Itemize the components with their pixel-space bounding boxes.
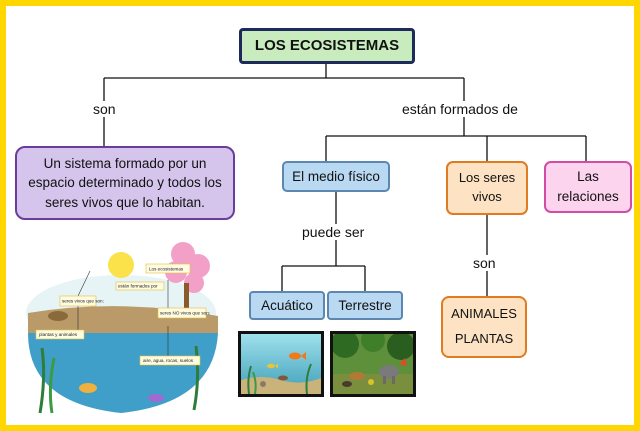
link-label-son: son <box>90 101 119 117</box>
plantas-label: PLANTAS <box>454 331 514 346</box>
link-label-son-seres: son <box>470 255 499 271</box>
animales-label: ANIMALES <box>451 306 517 322</box>
ecosystem-illustration: Los ecosistemas están formados por seres… <box>18 238 228 418</box>
illustration-heading: Los ecosistemas <box>149 267 184 272</box>
acuatico-box: Acuático <box>249 291 325 320</box>
aquatic-photo <box>238 331 324 397</box>
illustration-seres-vivos: seres vivos que son: <box>62 299 104 304</box>
land-photo <box>330 331 416 397</box>
medio-fisico-box: El medio físico <box>282 161 390 192</box>
link-label-formados: están formados de <box>399 101 521 117</box>
seres-vivos-box: Los seres vivos <box>446 161 528 215</box>
ecosystems-title: LOS ECOSISTEMAS <box>239 28 415 64</box>
illustration-formados: están formados por <box>118 284 158 289</box>
terrestre-box: Terrestre <box>327 291 403 320</box>
relaciones-box: Las relaciones <box>544 161 632 213</box>
link-label-puede-ser: puede ser <box>299 224 368 240</box>
animales-plantas-box: ANIMALES PLANTAS <box>441 296 527 358</box>
illustration-aire-agua: aire, agua, rocas, suelos <box>143 358 194 363</box>
illustration-seres-no-vivos: seres NO vivos que son: <box>160 311 210 316</box>
illustration-plantas-animales: plantas y animales <box>39 332 78 337</box>
definition-box: Un sistema formado por un espacio determ… <box>15 146 235 220</box>
